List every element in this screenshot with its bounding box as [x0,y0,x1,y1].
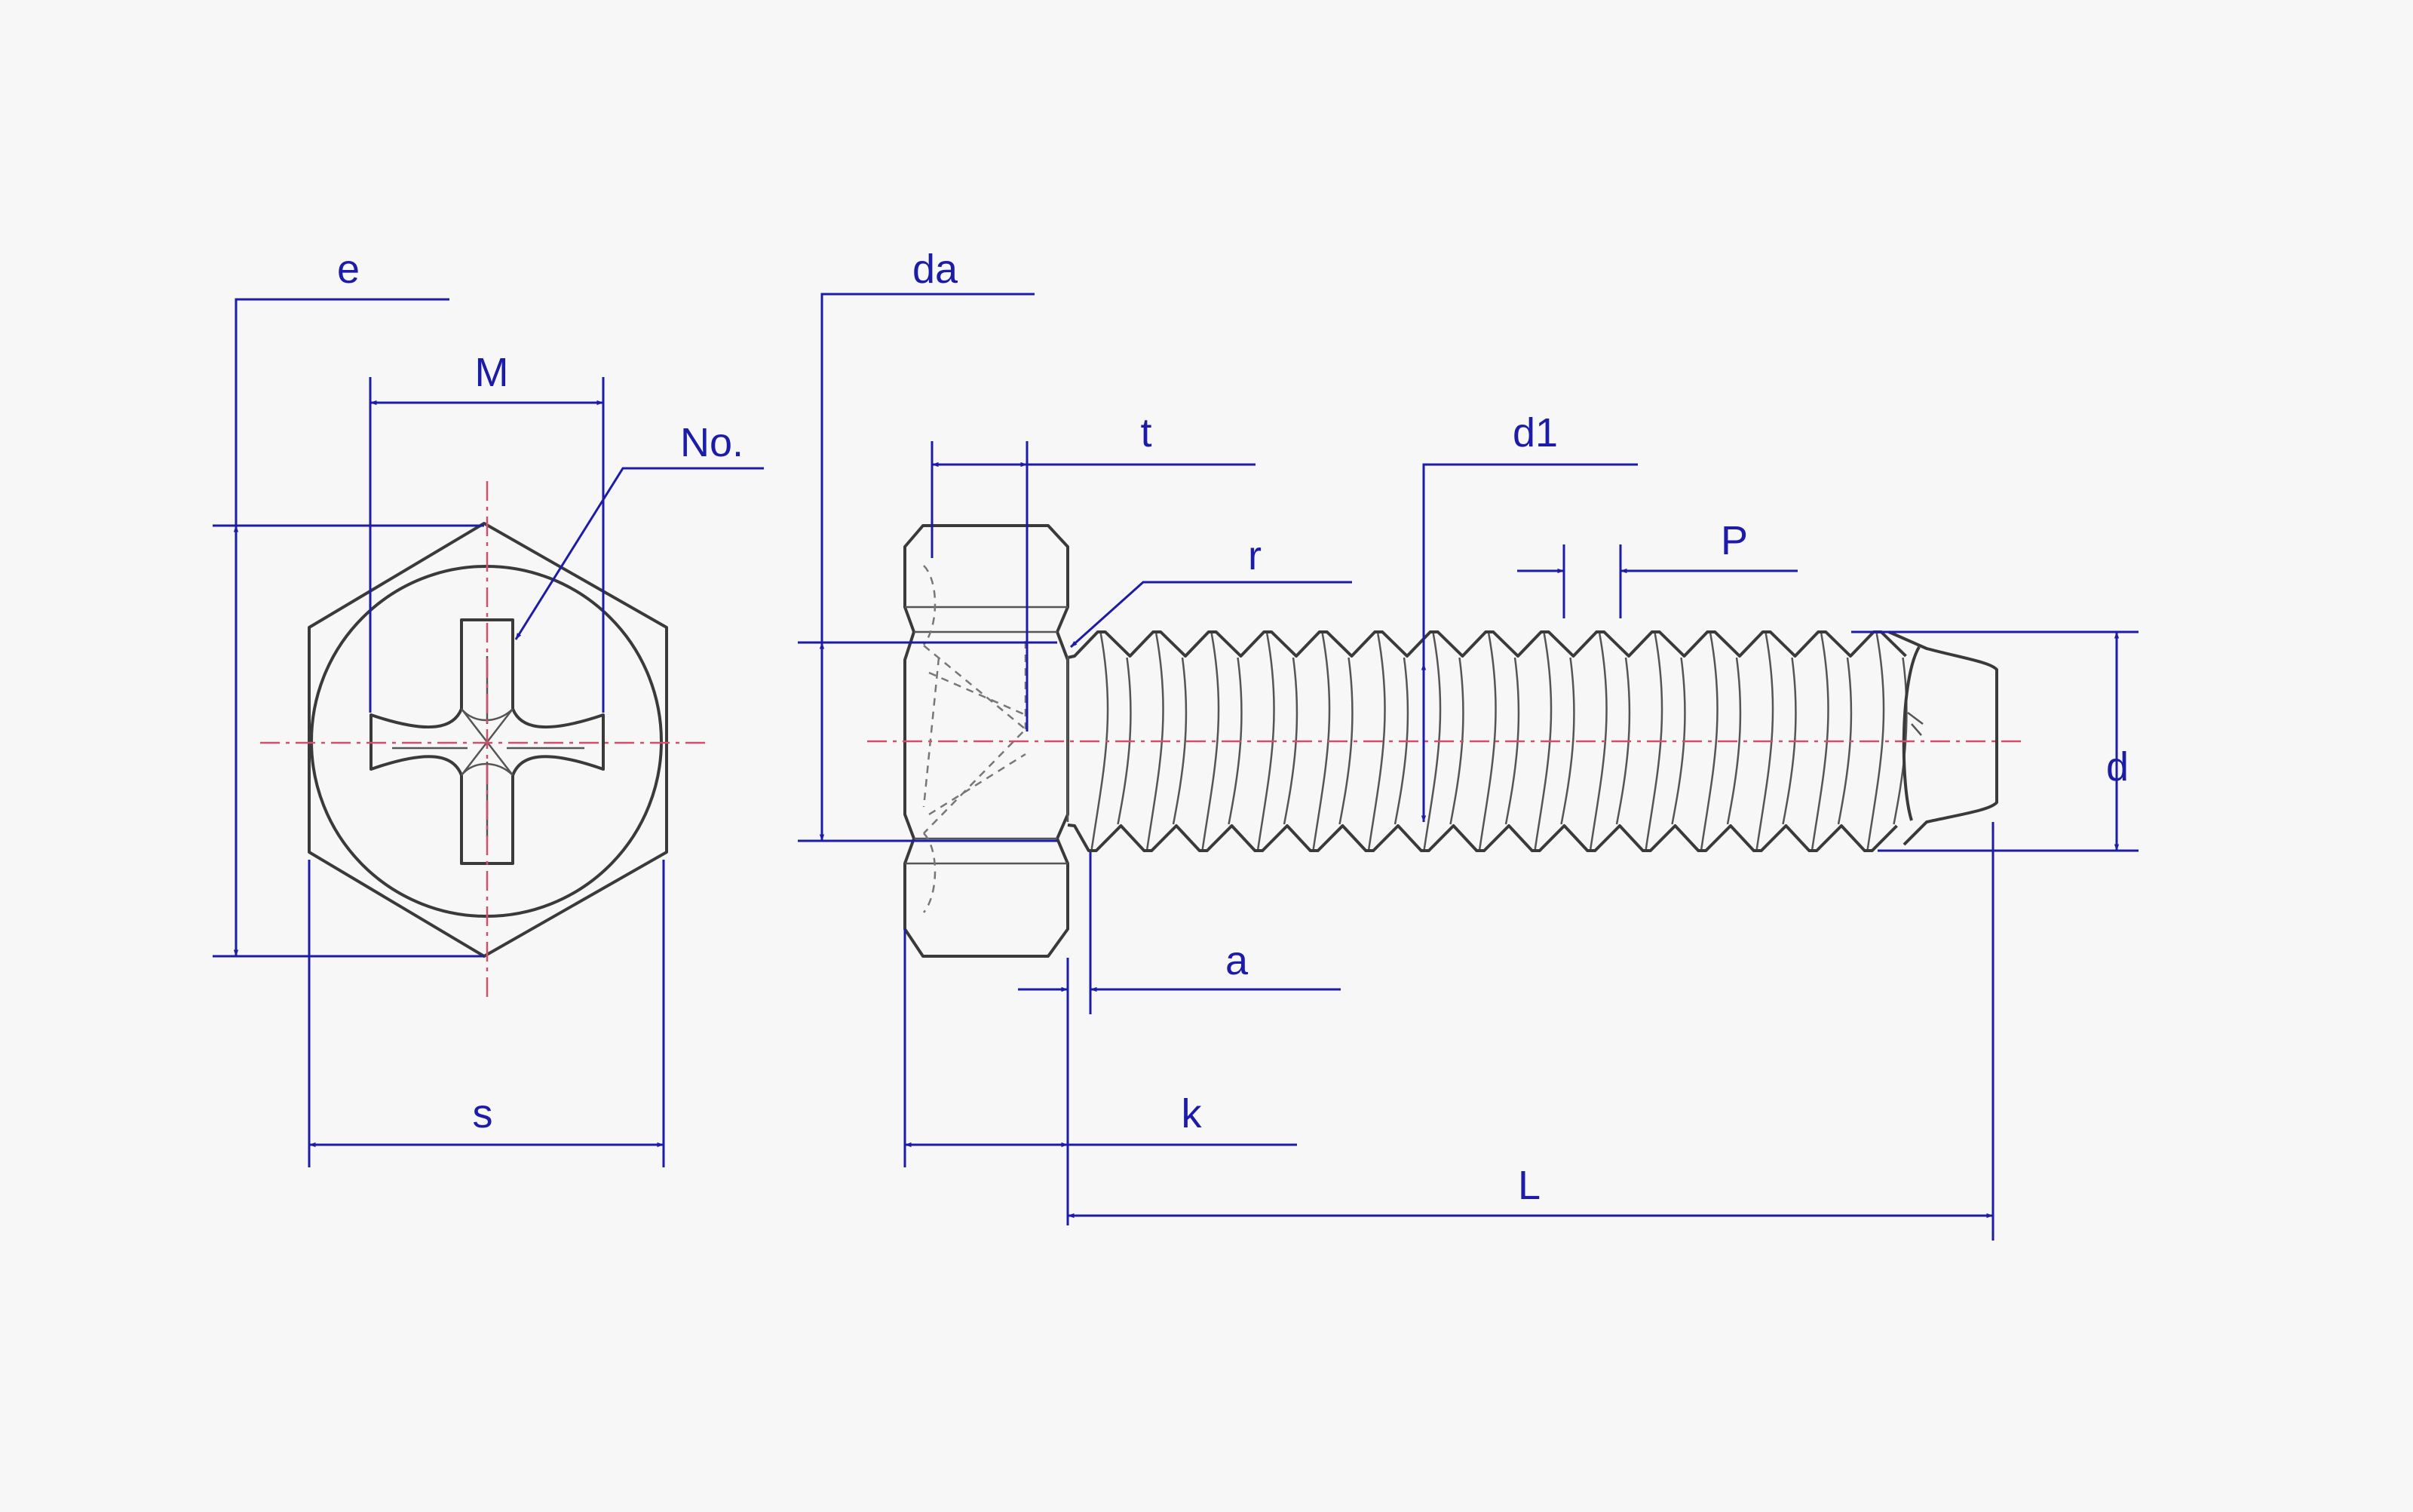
P-label: P [1721,518,1748,563]
recess-inner-lines [392,656,584,837]
threaded-shank [1067,630,1908,852]
L-label: L [1518,1163,1541,1208]
k-label: k [1182,1091,1203,1136]
front-view: e M No. s [213,247,764,1167]
thread-flank-lines [1090,633,1908,850]
No-label: No. [680,420,744,465]
d1-label: d1 [1513,410,1558,455]
r-label: r [1248,533,1262,578]
da-label: da [912,247,958,292]
phillips-recess-icon [369,618,605,865]
t-label: t [1140,410,1151,455]
tip-detail [1907,712,1924,736]
thread-top-profile [1067,630,1907,659]
No-leader-line [514,467,764,640]
s-label: s [473,1091,493,1136]
d-label: d [2106,744,2129,790]
side-view: da t r d1 P d a k [798,247,2139,1241]
M-label: M [475,350,509,395]
a-label: a [1225,938,1249,983]
recess-hidden-lines [922,565,1027,913]
d1-leader-line [1422,463,1638,664]
screw-tip-taper [1888,630,1998,846]
e-dimension-leader [235,298,449,956]
r-leader-line [1069,581,1352,649]
thread-bottom-profile [1067,823,1898,852]
hex-head-facet-lines [905,606,1068,865]
e-label: e [337,247,360,292]
